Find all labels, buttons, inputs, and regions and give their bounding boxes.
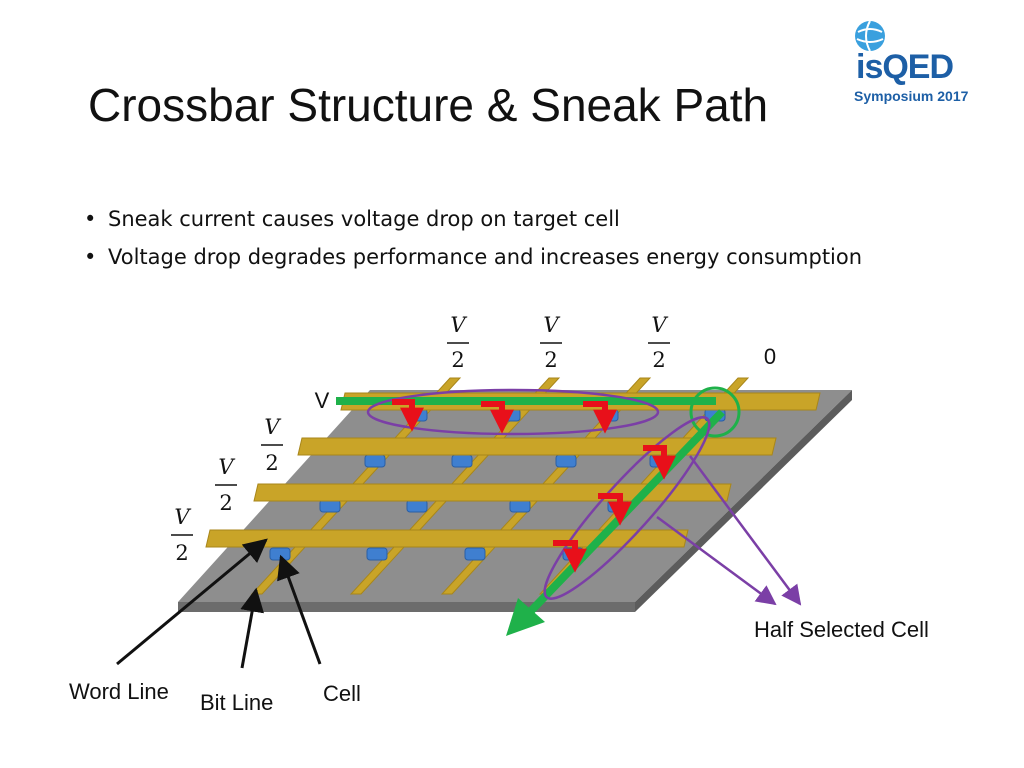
column-voltage-label: V 2 xyxy=(447,313,469,372)
bit-line-label: Bit Line xyxy=(200,690,273,715)
bullet-item: Voltage drop degrades performance and in… xyxy=(84,240,862,278)
voltage-denominator: 2 xyxy=(219,491,232,515)
row-voltage-label: V 2 xyxy=(261,415,283,475)
sneak-arrow xyxy=(481,401,514,434)
isqed-logo: isQED Symposium 2017 xyxy=(846,18,996,110)
cell xyxy=(451,454,473,468)
word-line xyxy=(253,483,732,502)
word-line xyxy=(205,529,689,548)
voltage-denominator: 2 xyxy=(652,348,665,372)
word-line-pointer xyxy=(116,538,268,666)
cell xyxy=(509,499,531,513)
target-cell-circle xyxy=(689,386,741,438)
cell xyxy=(364,454,386,468)
column-voltage-label: V 2 xyxy=(648,313,670,372)
column-voltage-label: V 2 xyxy=(540,313,562,372)
voltage-numerator: V xyxy=(450,313,467,337)
bullet-item: Sneak current causes voltage drop on tar… xyxy=(84,202,862,240)
voltage-numerator: V xyxy=(174,505,191,529)
voltage-numerator: V xyxy=(218,455,235,479)
bit-line-pointer xyxy=(240,587,264,669)
half-selected-pointer xyxy=(656,515,777,606)
voltage-numerator: V xyxy=(543,313,560,337)
cell xyxy=(406,499,428,513)
voltage-denominator: 2 xyxy=(451,348,464,372)
cell xyxy=(464,547,486,561)
logo-sub-text: Symposium 2017 xyxy=(854,88,969,104)
cell-label: Cell xyxy=(323,681,361,706)
current-path-arrowhead xyxy=(506,598,545,636)
word-line-label: Word Line xyxy=(69,679,169,704)
sneak-arrow xyxy=(553,540,587,573)
voltage-denominator: 2 xyxy=(175,541,188,565)
voltage-numerator: V xyxy=(264,415,281,439)
cell xyxy=(555,454,577,468)
sneak-arrow xyxy=(643,445,676,480)
row-voltage-label: V 2 xyxy=(171,505,193,565)
cell-pointer xyxy=(277,554,322,665)
cell xyxy=(366,547,388,561)
half-selected-ellipse-row xyxy=(366,388,660,436)
row-voltage-label: V 2 xyxy=(215,455,237,515)
voltage-numerator: V xyxy=(651,313,668,337)
row-voltage-v: V xyxy=(315,388,330,413)
column-voltage-zero: 0 xyxy=(764,344,776,369)
substrate-plate-side xyxy=(635,390,852,612)
globe-icon xyxy=(855,20,885,52)
substrate-plate-edge xyxy=(178,602,635,612)
sneak-current-arrows xyxy=(392,399,676,573)
logo-main-text: isQED xyxy=(856,48,954,86)
slide-title: Crossbar Structure & Sneak Path xyxy=(88,79,769,131)
sneak-arrow xyxy=(392,399,424,432)
voltage-denominator: 2 xyxy=(265,451,278,475)
half-selected-ellipse-column xyxy=(543,416,711,600)
bullet-list: Sneak current causes voltage drop on tar… xyxy=(84,202,862,278)
half-selected-cell-label: Half Selected Cell xyxy=(754,617,929,642)
sneak-arrow xyxy=(598,493,632,526)
cell xyxy=(319,499,341,513)
half-selected-pointer xyxy=(688,455,802,606)
voltage-denominator: 2 xyxy=(544,348,557,372)
sneak-arrow xyxy=(583,401,617,434)
